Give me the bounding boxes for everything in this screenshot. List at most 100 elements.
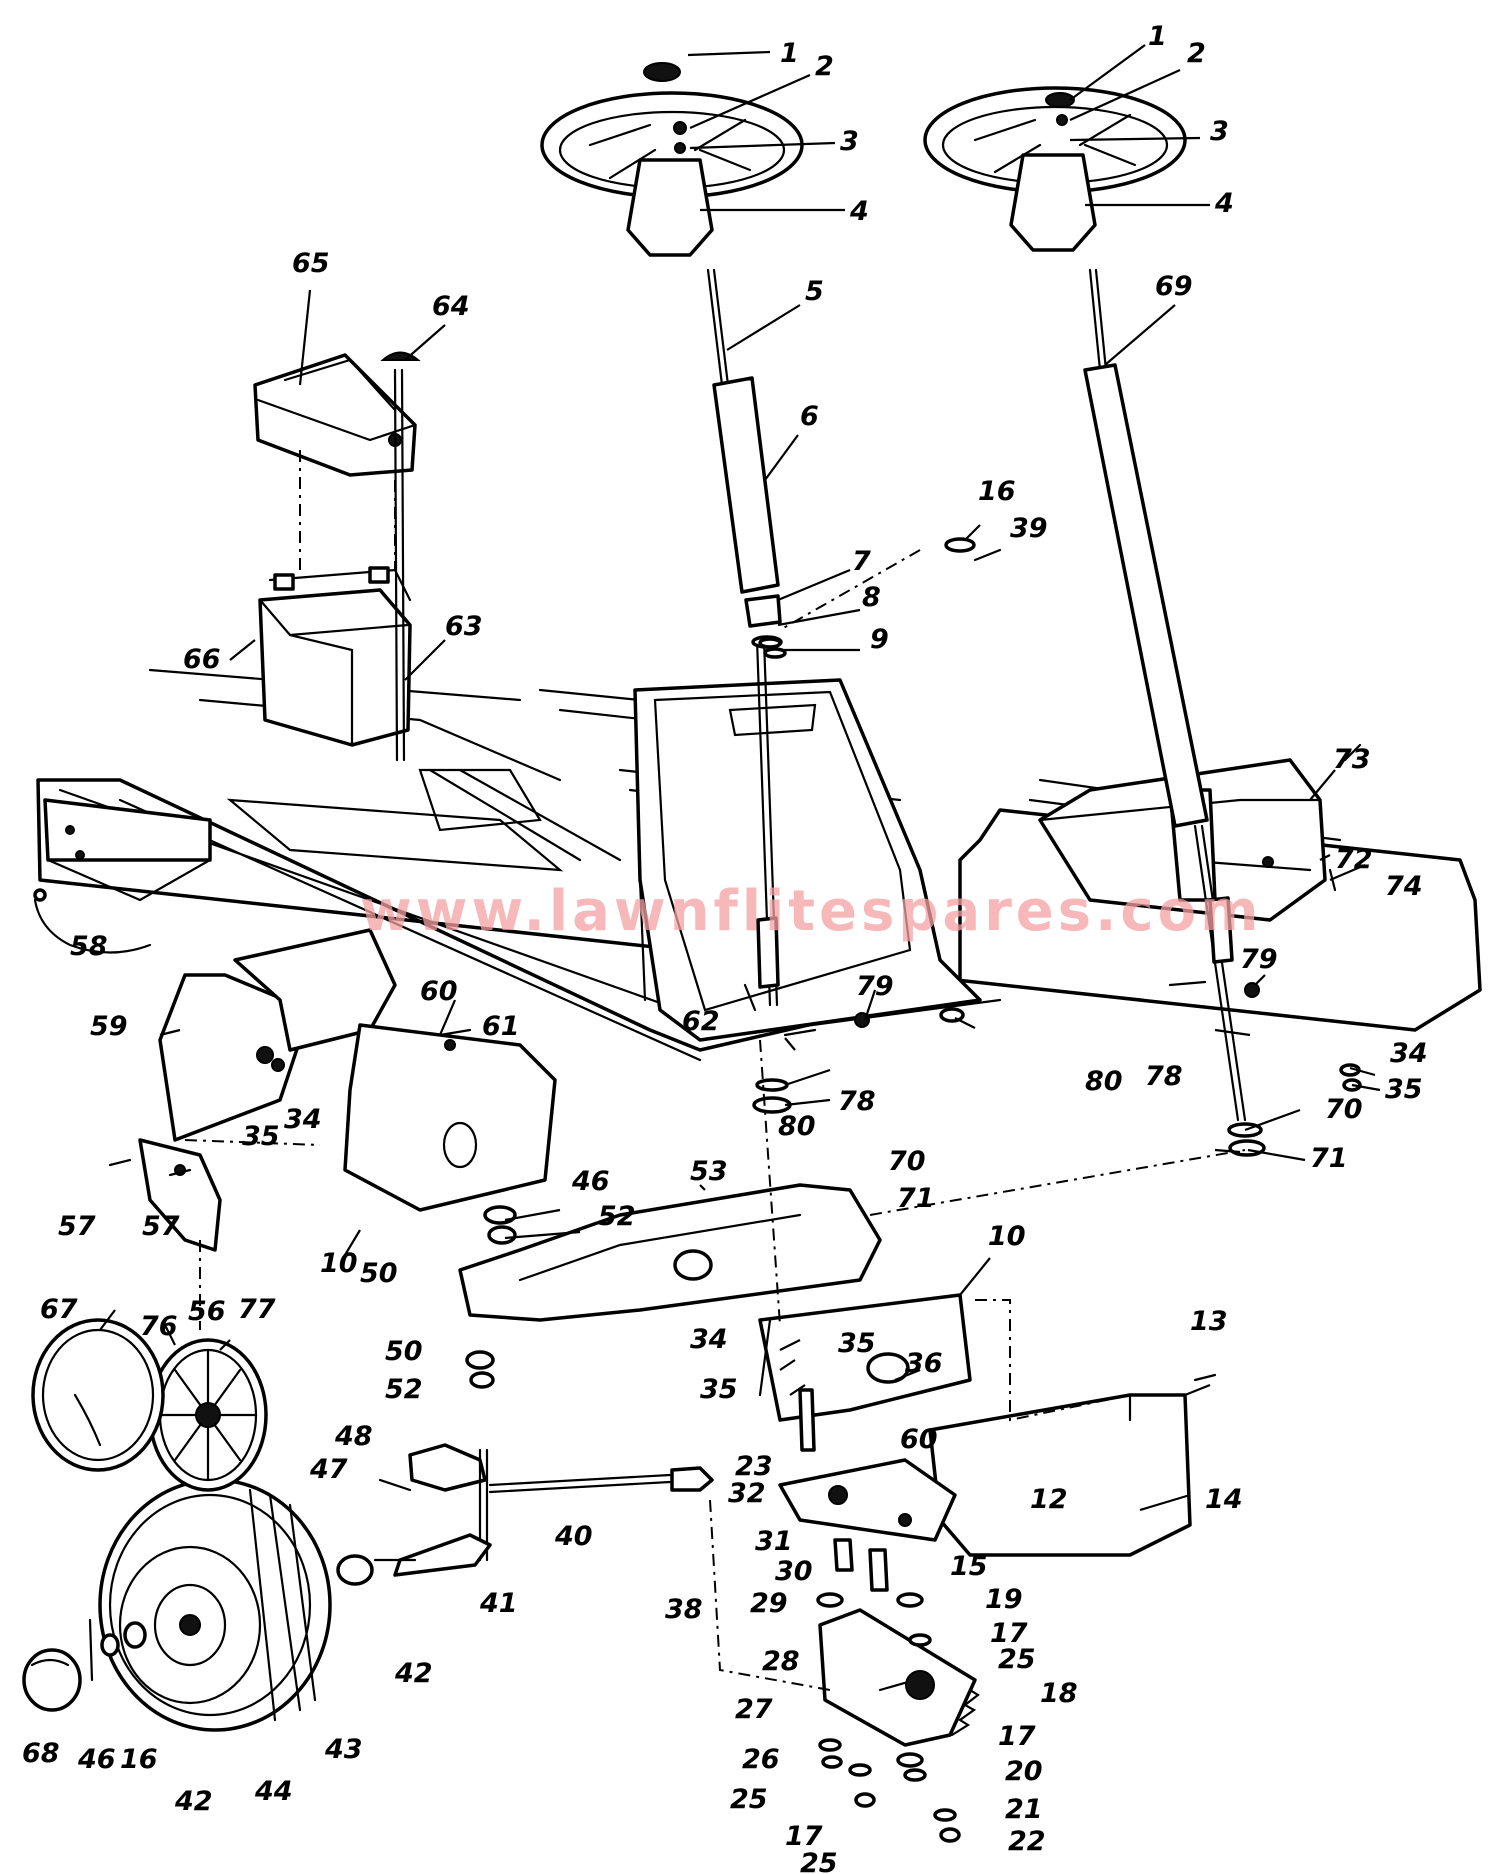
- callout-52b: 52: [385, 1374, 423, 1405]
- callout-53: 53: [690, 1156, 728, 1187]
- callout-43: 43: [324, 1734, 363, 1765]
- callout-70b: 70: [888, 1146, 926, 1177]
- callout-16a: 16: [978, 476, 1016, 507]
- callout-14: 14: [1205, 1484, 1243, 1515]
- callout-13: 13: [1190, 1306, 1228, 1337]
- steering-wheel-left: [540, 62, 804, 257]
- callout-27: 27: [735, 1694, 773, 1725]
- callout-19: 19: [985, 1584, 1023, 1615]
- callout-46a: 46: [571, 1166, 610, 1197]
- sector-plate: [778, 1458, 957, 1542]
- callout-67: 67: [40, 1294, 78, 1325]
- callout-79a: 79: [1240, 944, 1278, 975]
- callout-2a: 2: [815, 51, 834, 82]
- callout-44: 44: [254, 1776, 293, 1807]
- callout-48: 48: [334, 1421, 373, 1452]
- callout-9: 9: [870, 624, 889, 655]
- callout-77: 77: [238, 1294, 276, 1325]
- callout-80a: 80: [1085, 1066, 1123, 1097]
- steering-wheel-right: [923, 86, 1187, 252]
- callout-72: 72: [1335, 844, 1373, 875]
- steering-shaft-right: [1083, 268, 1266, 1157]
- callout-15: 15: [950, 1551, 988, 1582]
- callout-62: 62: [682, 1006, 720, 1037]
- callout-34b: 34: [284, 1104, 322, 1135]
- callout-28: 28: [762, 1646, 800, 1677]
- callout-25c: 25: [800, 1848, 838, 1874]
- callout-10c: 10: [988, 1221, 1026, 1252]
- callout-66: 66: [183, 644, 221, 675]
- spindle: [393, 1443, 492, 1577]
- callout-8: 8: [862, 582, 881, 613]
- callout-50b: 50: [385, 1336, 423, 1367]
- callout-10b: 10: [988, 1221, 1026, 1252]
- callout-46b: 46: [77, 1744, 116, 1775]
- callout-25a: 25: [998, 1644, 1036, 1675]
- callout-56: 56: [188, 1296, 226, 1327]
- front-cover-right: [928, 1393, 1192, 1557]
- callout-32: 32: [728, 1478, 766, 1509]
- callout-3b: 3: [1210, 116, 1229, 147]
- callout-69: 69: [1155, 271, 1193, 302]
- assembly-lines: [184, 549, 1246, 1691]
- callout-6: 6: [800, 401, 819, 432]
- callout-29: 29: [750, 1588, 788, 1619]
- wheel-hubcap: [148, 1338, 268, 1492]
- front-cover-left: [158, 928, 397, 1142]
- callout-65: 65: [292, 248, 330, 279]
- front-axle: [458, 1183, 882, 1322]
- callout-16b: 16: [120, 1744, 158, 1775]
- callout-31: 31: [755, 1526, 793, 1557]
- wheel-cover-disc: [31, 1318, 165, 1472]
- callout-52a: 52: [598, 1201, 636, 1232]
- callout-61: 61: [482, 1011, 520, 1042]
- callout-78b: 78: [838, 1086, 876, 1117]
- callout-22: 22: [1008, 1826, 1046, 1857]
- callout-39: 39: [1010, 513, 1048, 544]
- callout-42b: 42: [174, 1786, 213, 1817]
- callout-3a: 3: [840, 126, 859, 157]
- callout-numbers: 1 2 3 4 1 2 3 4 5 69 6 16 39 7 8 9 65 64…: [22, 21, 1428, 1874]
- callout-18: 18: [1040, 1678, 1078, 1709]
- callout-79b: 79: [856, 971, 894, 1002]
- callout-17c: 17: [785, 1821, 823, 1852]
- callout-35b: 35: [242, 1121, 280, 1152]
- callout-41: 41: [479, 1588, 518, 1619]
- callout-26: 26: [742, 1744, 780, 1775]
- callout-50a: 50: [360, 1258, 398, 1289]
- callout-1b: 1: [1148, 21, 1167, 52]
- callout-2b: 2: [1187, 38, 1206, 69]
- watermark-text: www.lawnflitespares.com: [360, 879, 1262, 944]
- callout-35a: 35: [1385, 1074, 1423, 1105]
- callout-59: 59: [90, 1011, 128, 1042]
- steering-sector: [818, 1608, 980, 1747]
- callout-4b: 4: [1214, 188, 1234, 219]
- callout-70a: 70: [1325, 1094, 1363, 1125]
- callout-76: 76: [140, 1311, 178, 1342]
- callout-60b: 60: [900, 1424, 938, 1455]
- callout-57a: 57: [58, 1211, 96, 1242]
- callout-34c: 34: [690, 1324, 728, 1355]
- callout-71b: 71: [897, 1183, 935, 1214]
- callout-74: 74: [1385, 871, 1423, 902]
- callout-35d: 35: [838, 1328, 876, 1359]
- battery-clamp: [253, 353, 417, 477]
- callout-38: 38: [665, 1594, 703, 1625]
- callout-17a: 17: [990, 1618, 1028, 1649]
- callout-35c: 35: [700, 1374, 738, 1405]
- wheel-cap: [22, 1648, 82, 1712]
- callout-47: 47: [309, 1454, 348, 1485]
- callout-42a: 42: [394, 1658, 433, 1689]
- front-wheel-tire: [98, 1478, 332, 1732]
- callout-12: 12: [1030, 1484, 1068, 1515]
- callout-40: 40: [554, 1521, 593, 1552]
- callout-64: 64: [432, 291, 470, 322]
- callout-23: 23: [735, 1451, 773, 1482]
- tie-rod: [488, 1466, 714, 1494]
- fasteners: [33, 537, 1362, 1843]
- callout-20: 20: [1005, 1756, 1043, 1787]
- callout-34a: 34: [1390, 1038, 1428, 1069]
- callout-leaders: [99, 44, 1381, 1512]
- axle-bolt: [88, 1554, 417, 1682]
